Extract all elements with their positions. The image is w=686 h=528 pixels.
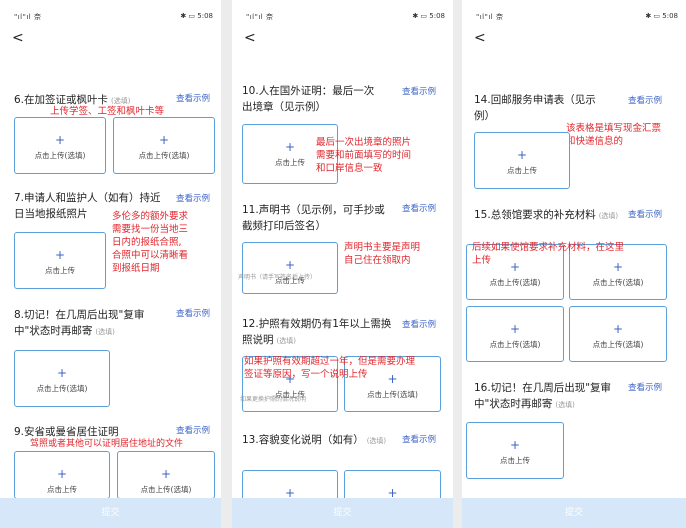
signal-icon: "ıl"ıl 奈 (246, 13, 274, 21)
annotation-note: 声明书主要是声明 自己住在领取内 (344, 242, 421, 266)
upload-box[interactable]: +点击上传 (242, 356, 338, 412)
section-title: 15.总领馆要求的补充材料(选填) (474, 209, 619, 221)
view-example-link[interactable]: 查看示例 (176, 426, 211, 436)
plus-icon: + (284, 486, 296, 500)
battery-time: ✱ ▭ 5:08 (180, 12, 213, 20)
view-example-link[interactable]: 查看示例 (628, 96, 663, 106)
upload-box[interactable]: +点击上传(选填) (569, 306, 667, 362)
submit-button[interactable]: 提交 (0, 498, 221, 528)
section-title: 8.切记！在几周后出现"复审中"状态时再邮寄(选填) (14, 309, 145, 337)
section-title: 12.护照有效期仍有1年以上需换照说明(选填) (242, 318, 392, 346)
plus-icon: + (387, 486, 398, 500)
upload-box[interactable]: +点击上传(选填) (466, 244, 564, 300)
plus-icon: + (158, 133, 170, 147)
upload-box[interactable]: +点击上传(选填) (344, 356, 441, 412)
upload-box[interactable]: +点击上传(选填) (14, 117, 106, 174)
section-title: 6.在加签证或枫叶卡(选填) (14, 94, 131, 106)
battery-time: ✱ ▭ 5:08 (645, 12, 678, 20)
upload-box[interactable]: +点击上传(选填) (466, 306, 564, 362)
upload-box[interactable]: +点击上传(选填) (113, 117, 215, 174)
screen-divider (453, 0, 462, 528)
view-example-link[interactable]: 查看示例 (176, 94, 211, 104)
back-button[interactable]: < (474, 30, 486, 46)
annotation-note: 最后一次出境章的照片 需要和前面填写的时间 和口岸信息一致 (316, 137, 412, 174)
upload-box[interactable]: +点击上传 (242, 124, 338, 184)
upload-hint: 如果更换护照的情况说明 (240, 396, 307, 403)
annotation-note: 该表格是填写现金汇票 和快递信息的 (566, 123, 662, 147)
plus-icon: + (516, 148, 528, 162)
screen-1: "ıl"ıl 奈 ✱ ▭ 5:08 < 6.在加签证或枫叶卡(选填) 查看示例 … (0, 0, 221, 528)
section-title: 11.声明书（见示例，可手抄或截频打印后签名） (242, 204, 385, 232)
plus-icon: + (160, 467, 172, 481)
upload-box[interactable]: +点击上传 (242, 242, 338, 294)
upload-box[interactable]: +点击上传(选填) (117, 451, 215, 499)
annotation-note: 上传学签、工签和枫叶卡等 (50, 106, 165, 117)
annotation-note: 后续如果使馆要求补充材料，在这里 上传 (472, 242, 625, 266)
screen-3: "ıl"ıl 奈 ✱ ▭ 5:08 < 14.回邮服务申请表（见示例） 查看示例… (462, 0, 686, 528)
back-button[interactable]: < (12, 30, 24, 46)
view-example-link[interactable]: 查看示例 (176, 194, 211, 204)
view-example-link[interactable]: 查看示例 (402, 204, 437, 214)
battery-time: ✱ ▭ 5:08 (412, 12, 445, 20)
upload-box[interactable]: +点击上传(选填) (14, 350, 110, 407)
plus-icon: + (509, 438, 521, 452)
view-example-link[interactable]: 查看示例 (628, 383, 663, 393)
plus-icon: + (284, 372, 296, 386)
status-bar: "ıl"ıl 奈 ✱ ▭ 5:08 (246, 12, 445, 24)
plus-icon: + (509, 260, 521, 274)
screen-divider (221, 0, 232, 528)
upload-hint: 声明书（请手写签名后上传） (238, 274, 317, 281)
view-example-link[interactable]: 查看示例 (402, 87, 437, 97)
status-bar: "ıl"ıl 奈 ✱ ▭ 5:08 (476, 12, 678, 24)
upload-box[interactable]: +点击上传 (14, 451, 110, 499)
plus-icon: + (284, 258, 296, 272)
plus-icon: + (612, 260, 624, 274)
upload-box[interactable]: +点击上传(选填) (569, 244, 667, 300)
view-example-link[interactable]: 查看示例 (402, 435, 437, 445)
annotation-note: 多伦多的额外要求 需要找一份当地三 日内的报纸合照, 合照中可以清晰看 到报纸日… (112, 211, 189, 274)
plus-icon: + (56, 467, 68, 481)
section-title: 7.申请人和监护人（如有）持近日当地报纸照片 (14, 192, 161, 220)
screen-2: "ıl"ıl 奈 ✱ ▭ 5:08 < 10.人在国外证明：最后一次出境章（见示… (232, 0, 453, 528)
upload-box[interactable]: +点击上传 (474, 132, 570, 189)
plus-icon: + (54, 248, 66, 262)
upload-box[interactable]: +点击上传 (466, 422, 564, 479)
plus-icon: + (56, 366, 68, 380)
section-title: 10.人在国外证明：最后一次出境章（见示例） (242, 85, 375, 113)
section-title: 13.容貌变化说明（如有）(选填) (242, 434, 387, 446)
section-title: 16.切记！在几周后出现"复审中"状态时再邮寄(选填) (474, 382, 612, 410)
view-example-link[interactable]: 查看示例 (176, 309, 211, 319)
section-title: 14.回邮服务申请表（见示例） (474, 94, 596, 122)
back-button[interactable]: < (244, 30, 256, 46)
submit-button[interactable]: 提交 (462, 498, 686, 528)
section-title: 9.安省或曼省居住证明 (14, 426, 119, 438)
plus-icon: + (387, 372, 398, 386)
plus-icon: + (509, 322, 521, 336)
status-bar: "ıl"ıl 奈 ✱ ▭ 5:08 (14, 12, 213, 24)
plus-icon: + (612, 322, 624, 336)
plus-icon: + (54, 133, 66, 147)
view-example-link[interactable]: 查看示例 (402, 320, 437, 330)
signal-icon: "ıl"ıl 奈 (476, 13, 504, 21)
annotation-note: 驾照或者其他可以证明居住地址的文件 (30, 439, 184, 449)
submit-button[interactable]: 提交 (232, 498, 453, 528)
signal-icon: "ıl"ıl 奈 (14, 13, 42, 21)
view-example-link[interactable]: 查看示例 (628, 210, 663, 220)
plus-icon: + (284, 140, 296, 154)
annotation-note: 如果护照有效期超过一年，但是需要办理 签证等原因，写一个说明上传 (244, 356, 416, 380)
upload-box[interactable]: +点击上传 (14, 232, 106, 289)
